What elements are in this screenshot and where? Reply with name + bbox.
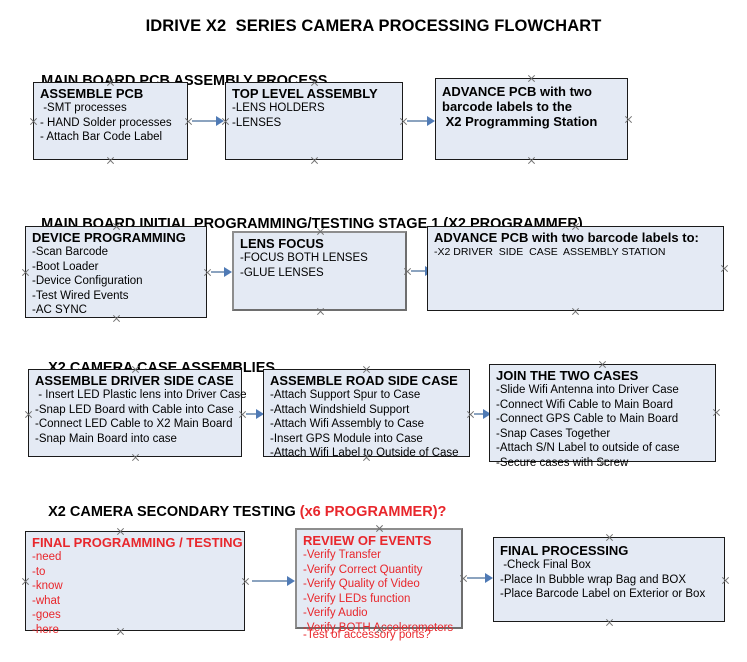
node-line: -Place In Bubble wrap Bag and BOX <box>500 573 687 586</box>
node-line: -Place Barcode Label on Exterior or Box <box>500 588 706 600</box>
node-line: -Attach Wifi Assembly to Case <box>270 418 425 430</box>
arrow-head-icon <box>485 573 493 583</box>
arrow-assemble-pcb-to-top-level-assembly <box>192 116 224 126</box>
node-review-of-events[interactable]: REVIEW OF EVENTS -Verify Transfer -Verif… <box>295 528 463 641</box>
node-line: -Attach Support Spur to Case <box>270 389 421 401</box>
node-heading: JOIN THE TWO CASES <box>496 368 639 383</box>
node-line: -FOCUS BOTH LENSES <box>240 252 368 264</box>
node-heading: ASSEMBLE DRIVER SIDE CASE <box>35 373 234 388</box>
node-line: -Insert GPS Module into Case <box>270 432 423 445</box>
arrow-shaft <box>467 577 486 579</box>
node-line: -Slide Wifi Antenna into Driver Case <box>496 384 679 396</box>
node-heading-line: X2 Programming Station <box>442 114 598 129</box>
node-line: -Verify Quality of Video <box>303 578 420 590</box>
node-line: -Verify LEDs function <box>303 592 411 605</box>
arrow-review-of-events-to-final-processing <box>467 573 493 583</box>
node-final-processing[interactable]: FINAL PROCESSING -Check Final Box -Place… <box>493 537 725 622</box>
node-line: - HAND Solder processes <box>40 116 172 129</box>
node-line: -Attach S/N Label to outside of case <box>496 442 680 454</box>
section-heading-x2-camera-secondary-testing: X2 CAMERA SECONDARY TESTING (x6 PROGRAMM… <box>32 488 446 536</box>
node-line: -here <box>32 623 59 636</box>
node-line: -know <box>32 580 63 592</box>
node-line: -X2 DRIVER SIDE CASE ASSEMBLY STATION <box>434 246 666 258</box>
node-line: -goes <box>32 609 61 621</box>
page-title: IDRIVE X2 SERIES CAMERA PROCESSING FLOWC… <box>145 17 602 35</box>
node-line: -Connect Wifi Cable to Main Board <box>496 398 674 411</box>
node-line: -Connect GPS Cable to Main Board <box>496 413 679 425</box>
node-line: -AC SYNC <box>32 304 87 316</box>
node-device-programming[interactable]: DEVICE PROGRAMMING -Scan Barcode -Boot L… <box>25 226 207 318</box>
node-line: -what <box>32 594 61 607</box>
node-line: -Secure cases with Screw <box>496 456 629 469</box>
node-advance-pcb-to-programming-station[interactable]: ADVANCE PCB with two barcode labels to t… <box>435 78 628 160</box>
node-line: -Verify Correct Quantity <box>303 563 423 576</box>
node-heading: ADVANCE PCB with two barcode labels to: <box>434 230 699 245</box>
node-lens-focus[interactable]: LENS FOCUS -FOCUS BOTH LENSES -GLUE LENS… <box>232 231 407 311</box>
node-line: - Insert LED Plastic lens into Driver Ca… <box>35 389 247 401</box>
arrow-shaft <box>192 120 217 122</box>
node-line: -Snap Cases Together <box>496 427 611 440</box>
arrow-shaft <box>411 270 426 272</box>
arrow-shaft <box>474 413 484 415</box>
arrow-head-icon <box>427 116 435 126</box>
node-line: -to <box>32 565 46 578</box>
node-line: -LENS HOLDERS <box>232 102 325 114</box>
node-line: -Test Wired Events <box>32 289 129 302</box>
arrow-shaft <box>252 580 288 582</box>
node-heading: ADVANCE PCB with two <box>442 84 592 99</box>
node-line: -Device Configuration <box>32 275 143 287</box>
node-heading: DEVICE PROGRAMMING <box>32 230 186 245</box>
node-heading: FINAL PROGRAMMING / TESTING <box>32 535 243 550</box>
node-line: -SMT processes <box>40 102 127 114</box>
node-heading: REVIEW OF EVENTS <box>303 533 432 548</box>
arrow-shaft <box>246 413 257 415</box>
node-line: -Attach Wifi Label to Outside of Case <box>270 447 459 459</box>
node-line: -Check Final Box <box>500 559 591 571</box>
node-line: -LENSES <box>232 116 282 129</box>
node-heading: TOP LEVEL ASSEMBLY <box>232 86 378 101</box>
node-assemble-pcb[interactable]: ASSEMBLE PCB -SMT processes - HAND Solde… <box>33 82 188 160</box>
node-line: -GLUE LENSES <box>240 266 324 279</box>
section-heading-accent: (x6 PROGRAMMER)? <box>299 504 447 520</box>
node-assemble-road-side-case[interactable]: ASSEMBLE ROAD SIDE CASE -Attach Support … <box>263 369 470 459</box>
node-line: -Verify Audio <box>303 607 368 619</box>
node-join-the-two-cases[interactable]: JOIN THE TWO CASES -Slide Wifi Antenna i… <box>489 364 716 469</box>
node-line: -need <box>32 551 62 563</box>
node-line: - Attach Bar Code Label <box>40 131 163 143</box>
node-heading: ASSEMBLE PCB <box>40 86 144 101</box>
section-heading-text: X2 CAMERA SECONDARY TESTING <box>48 504 300 520</box>
node-top-level-assembly[interactable]: TOP LEVEL ASSEMBLY -LENS HOLDERS -LENSES <box>225 82 403 160</box>
node-heading: LENS FOCUS <box>240 236 324 251</box>
arrow-head-icon <box>287 576 295 586</box>
node-line: -Snap LED Board with Cable into Case <box>35 403 234 416</box>
arrow-shaft <box>211 271 225 273</box>
arrow-head-icon <box>224 267 232 277</box>
arrow-device-programming-to-lens-focus <box>211 267 232 277</box>
node-line: -Boot Loader <box>32 260 99 273</box>
node-heading: ASSEMBLE ROAD SIDE CASE <box>270 373 458 388</box>
node-line: -Verify Transfer <box>303 549 381 561</box>
node-final-programming-testing[interactable]: FINAL PROGRAMMING / TESTING -need -to -k… <box>25 531 245 636</box>
node-heading: FINAL PROCESSING <box>500 543 629 558</box>
node-heading-line: barcode labels to the <box>442 99 573 114</box>
node-line: -Connect LED Cable to X2 Main Board <box>35 418 233 430</box>
arrow-driver-side-to-road-side <box>246 409 264 419</box>
node-assemble-driver-side-case[interactable]: ASSEMBLE DRIVER SIDE CASE - Insert LED P… <box>28 369 247 457</box>
node-line: -Verify BOTH Accelerometers <box>303 621 454 634</box>
arrow-shaft <box>407 120 428 122</box>
node-line: -Attach Windshield Support <box>270 403 410 416</box>
node-advance-pcb-to-driver-side-case[interactable]: ADVANCE PCB with two barcode labels to: … <box>427 226 724 311</box>
node-line-overflow: -Test of accessory ports? <box>303 628 431 641</box>
node-line: -Scan Barcode <box>32 246 109 258</box>
node-line: -Snap Main Board into case <box>35 432 177 445</box>
arrow-top-level-assembly-to-advance-pcb <box>407 116 435 126</box>
arrow-final-programming-to-review-of-events <box>252 576 295 586</box>
arrow-head-icon <box>216 116 224 126</box>
